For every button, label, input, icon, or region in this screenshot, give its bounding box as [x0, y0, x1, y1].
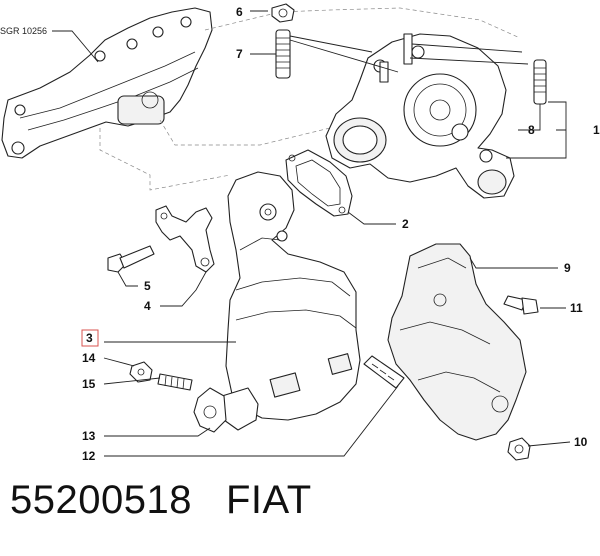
leader-13 [104, 427, 211, 437]
leader-9 [469, 257, 558, 269]
alignment-line [99, 128, 231, 191]
stud-15 [157, 373, 193, 391]
bolt-5 [107, 245, 155, 273]
leader-15 [103, 377, 161, 385]
callout-10[interactable]: 10 [574, 435, 588, 449]
stud-7 [275, 29, 291, 79]
heat-shield [387, 243, 527, 441]
leader-10 [527, 441, 571, 447]
callout-7[interactable]: 7 [236, 47, 243, 61]
leader-4 [160, 271, 207, 307]
gasket-13 [193, 387, 227, 433]
stud-12 [363, 355, 405, 389]
nut-10 [507, 437, 531, 461]
alignment-line [159, 119, 331, 146]
nut-14 [129, 361, 153, 383]
leader-5 [117, 271, 138, 287]
catalytic-converter [221, 171, 361, 431]
leader-1 [506, 101, 567, 159]
turbocharger [325, 33, 515, 199]
callout-1[interactable]: 1 [593, 123, 600, 137]
part-number: 55200518 [10, 478, 192, 522]
callout-11[interactable]: 11 [570, 301, 583, 315]
callout-5[interactable]: 5 [144, 279, 151, 293]
part-caption: 55200518 FIAT [10, 478, 312, 523]
leader-8-ref [409, 43, 529, 65]
callout-6[interactable]: 6 [236, 5, 243, 19]
callout-2[interactable]: 2 [402, 217, 409, 231]
exhaust-manifold [1, 7, 213, 159]
callout-8[interactable]: 8 [528, 123, 535, 137]
callout-4[interactable]: 4 [144, 299, 151, 313]
callout-3-highlight [81, 329, 99, 347]
callout-3[interactable]: 3 [86, 331, 93, 345]
callout-9[interactable]: 9 [564, 261, 571, 275]
callout-13[interactable]: 13 [82, 429, 96, 443]
brand-name: FIAT [225, 478, 312, 522]
leader-14 [103, 357, 135, 367]
leader-7b [289, 35, 399, 73]
alignment-line [204, 7, 521, 39]
callout-15[interactable]: 15 [82, 377, 96, 391]
reference-code: SGR 10256 [0, 26, 47, 36]
leader-8 [518, 104, 541, 131]
nut-6 [271, 3, 295, 23]
callout-14[interactable]: 14 [82, 351, 96, 365]
gasket-2 [285, 149, 353, 217]
reference-leader [52, 30, 99, 63]
bolt-11 [503, 295, 539, 315]
bracket-4 [155, 205, 215, 273]
stud-8 [533, 59, 547, 105]
leader-12 [104, 385, 399, 457]
leader-2 [347, 211, 396, 225]
callout-12[interactable]: 12 [82, 449, 96, 463]
